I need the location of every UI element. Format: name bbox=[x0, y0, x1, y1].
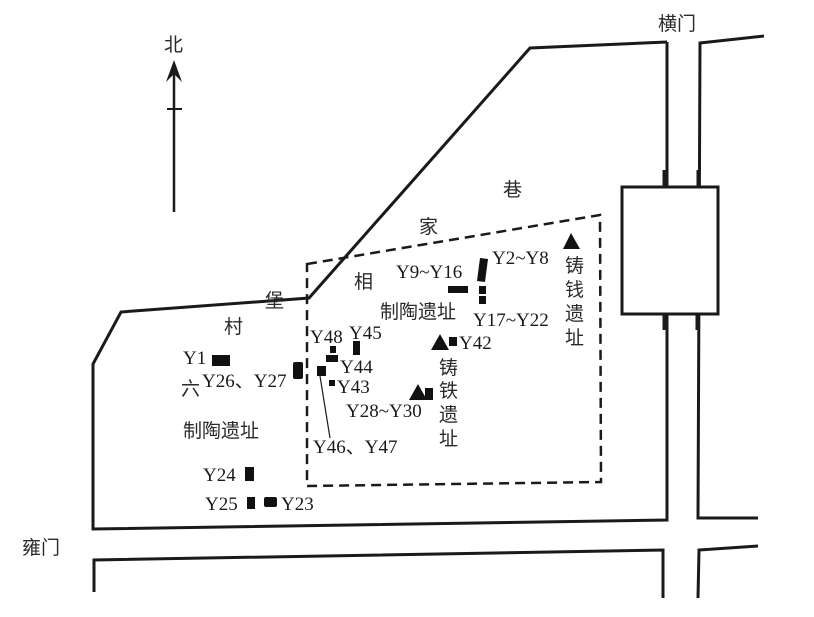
south-block-outline bbox=[92, 548, 665, 598]
label-y2-y8: Y2~Y8 bbox=[492, 248, 549, 269]
gate-building bbox=[620, 185, 720, 316]
kiln-y2-y8 bbox=[477, 258, 488, 282]
iron-foundry-char-2: 铁 bbox=[439, 380, 458, 402]
pottery-west-label: 制陶遗址 bbox=[183, 420, 259, 442]
label-y28-y30: Y28~Y30 bbox=[346, 401, 422, 422]
coin-foundry-char-3: 遗 bbox=[565, 303, 584, 325]
kiln-y24 bbox=[245, 467, 254, 481]
yong-men-label: 雍门 bbox=[22, 537, 60, 559]
coin-foundry-char-1: 铸 bbox=[565, 255, 584, 277]
coin-foundry-label: 铸 钱 遗 址 bbox=[565, 255, 584, 349]
kiln-y28-y30 bbox=[425, 388, 433, 400]
kiln-y42 bbox=[449, 337, 457, 346]
label-y42: Y42 bbox=[459, 333, 492, 354]
label-y1: Y1 bbox=[183, 348, 206, 369]
kiln-y1 bbox=[212, 355, 230, 366]
iron-foundry-triangle-icon-1 bbox=[431, 334, 449, 350]
kiln-y9-y16 bbox=[448, 286, 468, 293]
north-arrow: 北 bbox=[164, 34, 183, 212]
label-y46-y47: Y46、Y47 bbox=[313, 437, 397, 458]
label-y48: Y48 bbox=[310, 327, 343, 348]
kiln-y17-y22-b bbox=[479, 296, 486, 304]
north-label: 北 bbox=[164, 34, 183, 56]
coin-foundry-triangle-icon bbox=[563, 233, 580, 249]
label-y45: Y45 bbox=[349, 323, 382, 344]
iron-foundry-char-3: 遗 bbox=[439, 404, 458, 426]
kiln-labels: Y1 Y26、Y27 Y48 Y45 Y44 Y43 Y46、Y47 Y9~Y1… bbox=[183, 248, 549, 515]
kiln-y48 bbox=[330, 346, 336, 353]
heng-men-label: 横门 bbox=[658, 13, 696, 35]
north-arrow-head-icon bbox=[166, 60, 182, 82]
kiln-y46-y47 bbox=[317, 366, 326, 376]
street-char-3: 相 bbox=[354, 271, 373, 293]
label-y25: Y25 bbox=[205, 494, 238, 515]
leader-line-y46-y47 bbox=[319, 375, 331, 439]
label-y17-y22: Y17~Y22 bbox=[473, 310, 549, 331]
kiln-y43 bbox=[329, 380, 335, 386]
excavation-area-boundary bbox=[305, 213, 603, 488]
iron-foundry-triangle-icon-2 bbox=[409, 384, 427, 400]
kilns bbox=[212, 258, 488, 509]
street-char-2: 家 bbox=[419, 216, 438, 238]
pottery-west-prefix: 六 bbox=[181, 378, 200, 400]
label-y23: Y23 bbox=[281, 494, 314, 515]
label-y24: Y24 bbox=[203, 465, 236, 486]
street-char-1: 巷 bbox=[503, 179, 522, 201]
label-y43: Y43 bbox=[337, 377, 370, 398]
label-y9-y16: Y9~Y16 bbox=[396, 262, 462, 283]
kiln-y25 bbox=[247, 497, 255, 509]
kiln-y44 bbox=[326, 355, 338, 362]
iron-foundry-label: 铸 铁 遗 址 bbox=[439, 357, 458, 450]
kiln-y45 bbox=[353, 341, 360, 355]
iron-foundry-char-4: 址 bbox=[439, 428, 458, 450]
pottery-east-label: 制陶遗址 bbox=[380, 301, 456, 323]
kiln-y17-y22-a bbox=[479, 286, 486, 294]
coin-foundry-char-4: 址 bbox=[565, 327, 584, 349]
label-y44: Y44 bbox=[340, 357, 373, 378]
label-y26-y27: Y26、Y27 bbox=[202, 371, 286, 392]
coin-foundry-char-2: 钱 bbox=[565, 279, 584, 301]
southeast-block-outline bbox=[696, 544, 759, 599]
village-char-1: 堡 bbox=[265, 290, 284, 312]
kiln-y23 bbox=[264, 497, 277, 507]
village-char-2: 村 bbox=[224, 316, 243, 338]
iron-foundry-char-1: 铸 bbox=[439, 357, 458, 379]
city-block-outline bbox=[91, 40, 669, 531]
kiln-y26-y27 bbox=[293, 362, 303, 379]
